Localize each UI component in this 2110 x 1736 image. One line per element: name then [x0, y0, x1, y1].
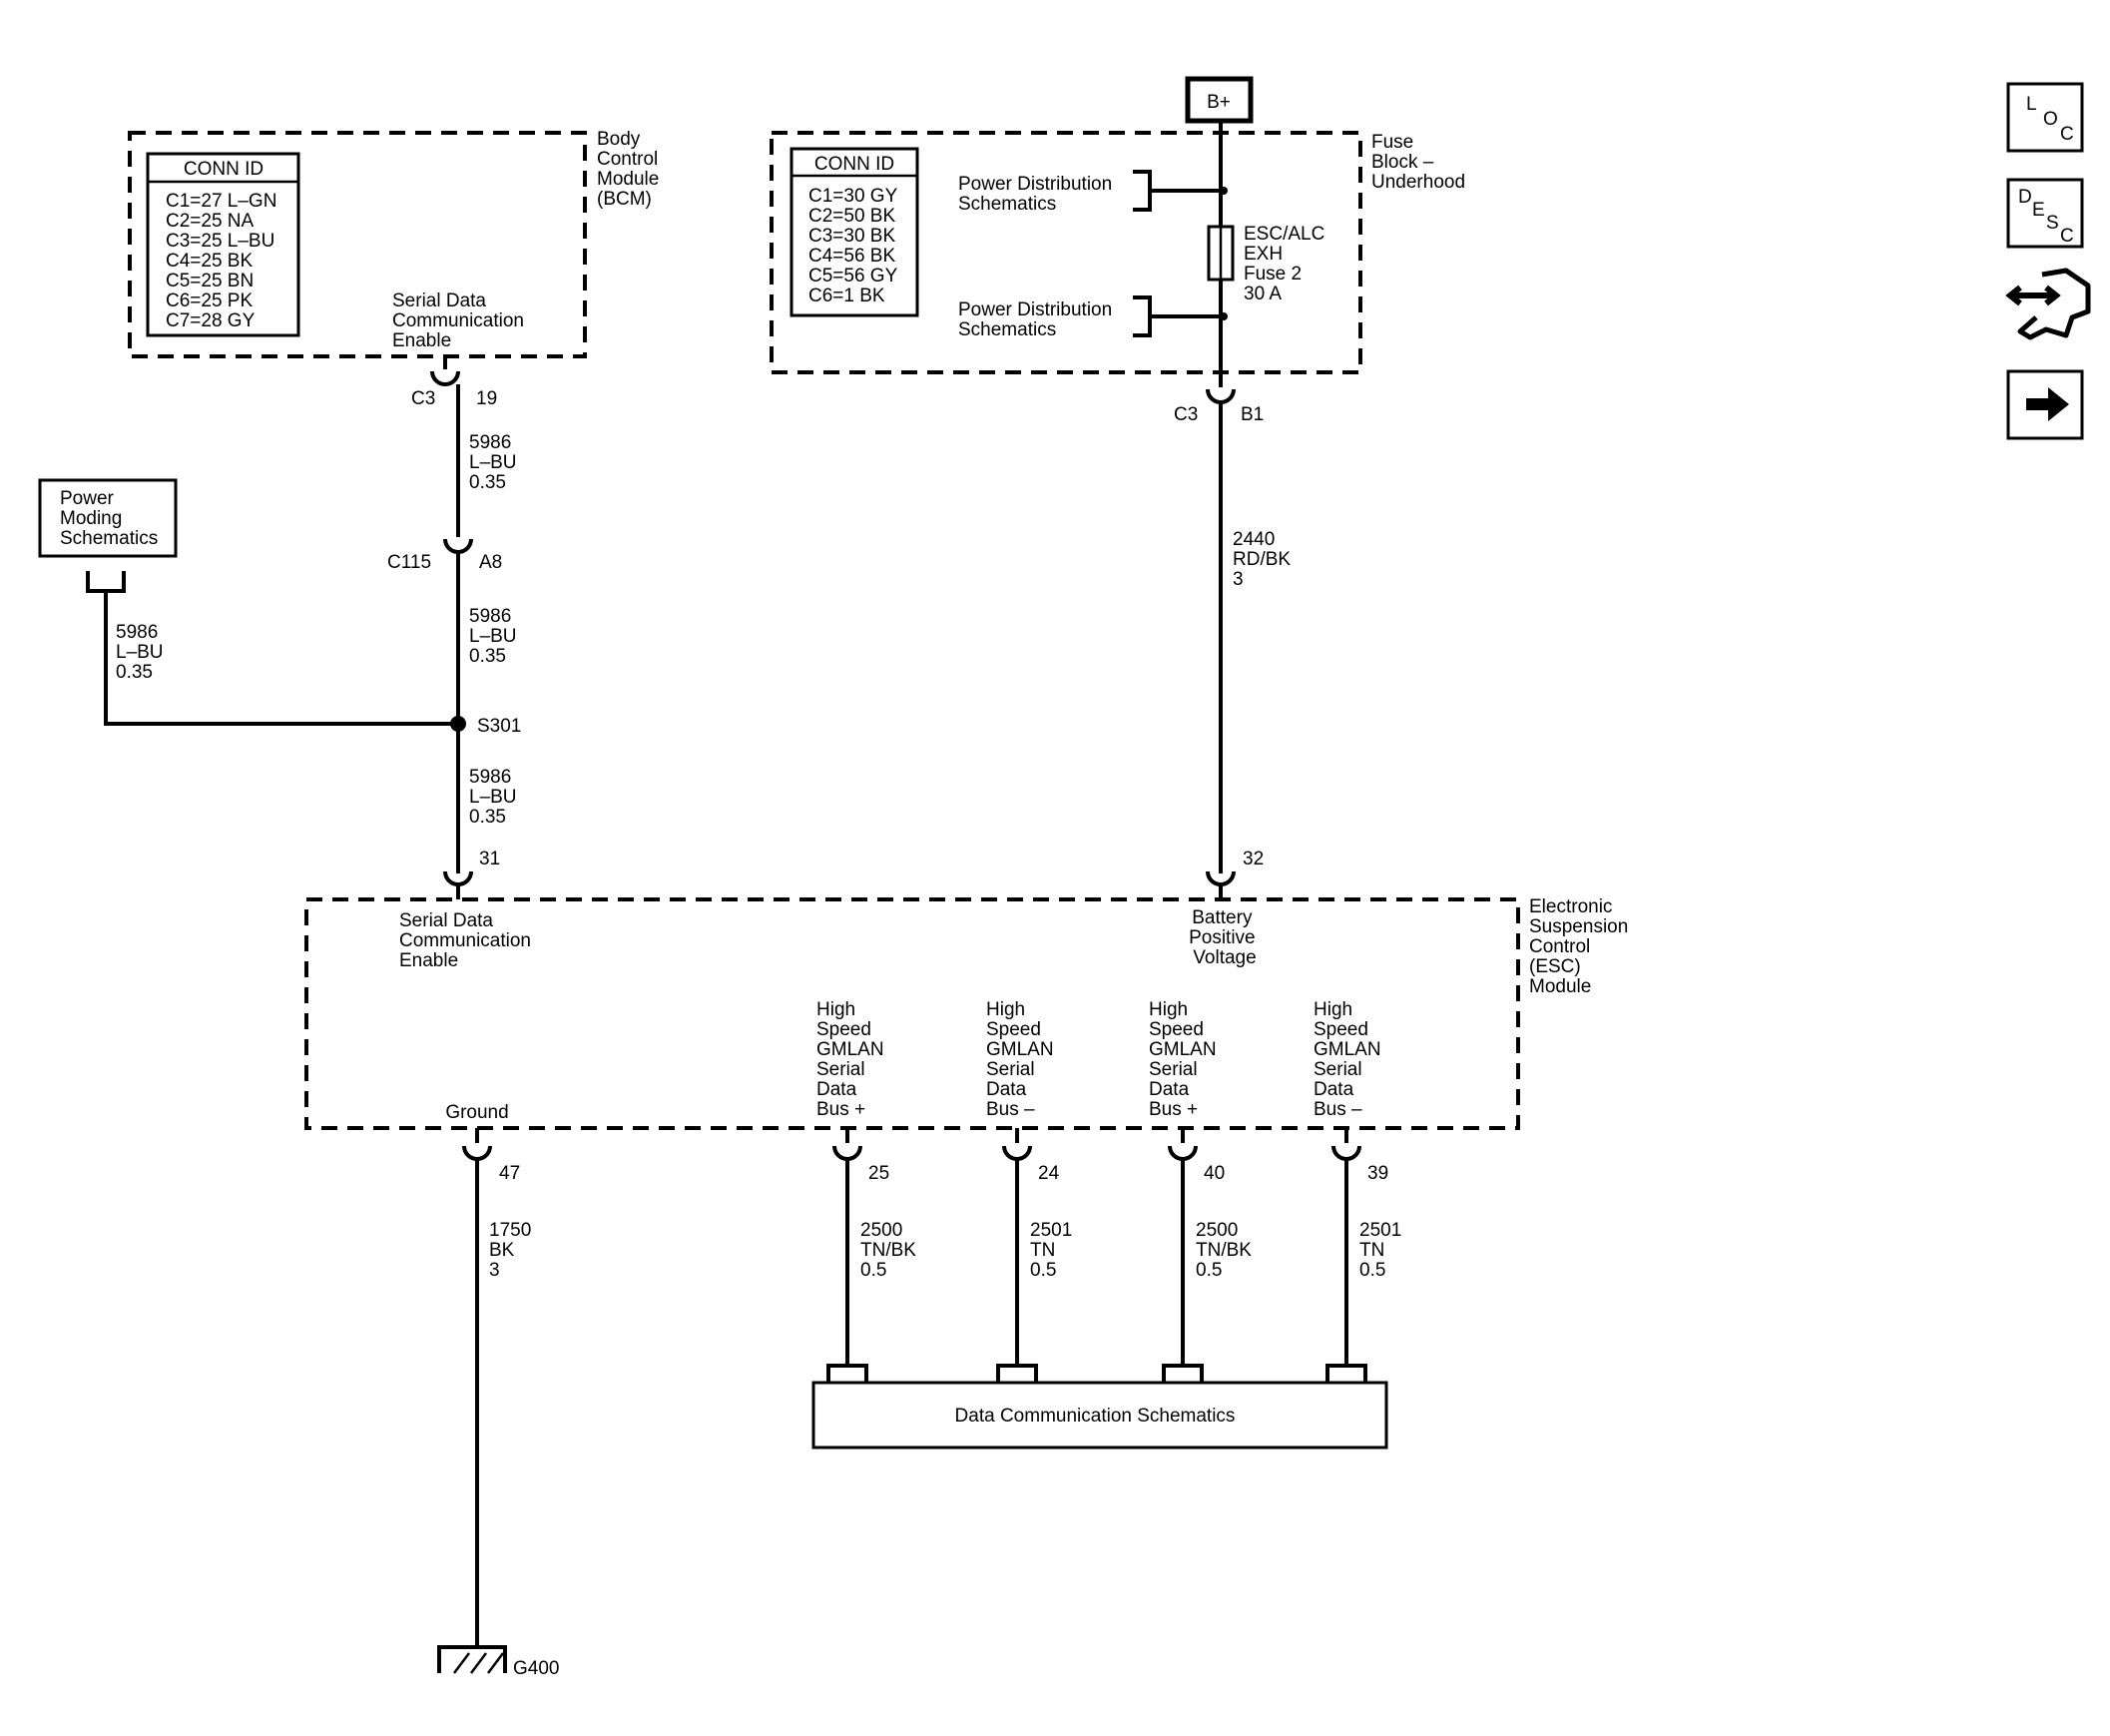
- esc-pin24: 24: [1038, 1163, 1060, 1184]
- power-distribution-ref-bottom: Power Distribution Schematics: [958, 299, 1117, 340]
- wire-label-ground: 1750 BK 3: [489, 1220, 537, 1281]
- wire-label-splice-to-esc: 5986 L–BU 0.35: [469, 767, 522, 828]
- power-distribution-ref-top: Power Distribution Schematics: [958, 174, 1117, 215]
- fuse-block-connector-table: CONN ID C1=30 GY C2=50 BK C3=30 BK C4=56…: [790, 147, 919, 317]
- wire-label-gmlan-25: 2500 TN/BK 0.5: [860, 1220, 921, 1281]
- loc-letter-c: C: [2060, 124, 2074, 145]
- power-moding-connector: [86, 571, 126, 593]
- loc-letter-l: L: [2026, 94, 2037, 115]
- esc-pin47-connector: [462, 1145, 492, 1161]
- esc-ground-label: Ground: [445, 1102, 508, 1123]
- power-distribution-bracket-bottom: [1133, 295, 1224, 337]
- esc-pin25: 25: [868, 1163, 889, 1184]
- data-communication-reference: Data Communication Schematics: [811, 1381, 1388, 1449]
- esc-gmlan-label-24: High Speed GMLAN Serial Data Bus –: [986, 999, 1059, 1120]
- desc-letter-e: E: [2032, 200, 2045, 221]
- bcm-conn-name: C3: [411, 388, 435, 409]
- battery-positive: B+: [1185, 76, 1254, 124]
- bcm-conn-list: C1=27 L–GN C2=25 NA C3=25 L–BU C4=25 BK …: [166, 191, 282, 331]
- bcm-connector-symbol: [430, 370, 460, 386]
- esc-pin25-connector: [832, 1145, 862, 1161]
- battery-label: B+: [1207, 92, 1231, 113]
- power-moding-reference: Power Moding Schematics 5986 L–BU 0.35: [38, 478, 458, 726]
- loc-letter-o: O: [2043, 109, 2058, 130]
- esc-pin31: 31: [479, 849, 500, 869]
- inline-connector-c115: C115 A8: [387, 538, 502, 573]
- esc-pin40: 40: [1204, 1163, 1225, 1184]
- location-button[interactable]: L O C: [2006, 82, 2084, 153]
- bcm-name: Body Control Module (BCM): [597, 129, 665, 210]
- fuse-block-name: Fuse Block – Underhood: [1371, 132, 1465, 193]
- c115-name: C115: [387, 552, 431, 573]
- wire-label-power-moding: 5986 L–BU 0.35: [116, 622, 169, 683]
- bcm-connector-table: CONN ID C1=27 L–GN C2=25 NA C3=25 L–BU C…: [146, 152, 300, 337]
- fuse-block-conn-list: C1=30 GY C2=50 BK C3=30 BK C4=56 BK C5=5…: [808, 186, 902, 306]
- desc-letter-d: D: [2018, 187, 2032, 208]
- next-page-button[interactable]: [2006, 369, 2084, 440]
- wire-power-moding-to-splice: [104, 591, 458, 726]
- wire-label-gmlan-39: 2501 TN 0.5: [1359, 1220, 1407, 1281]
- bcm-boundary: [128, 131, 587, 358]
- connector-view-icon[interactable]: [2005, 268, 2091, 340]
- ground-g400: G400: [437, 1645, 559, 1679]
- wire-label-fuse-to-esc: 2440 RD/BK 3: [1233, 529, 1296, 590]
- wire-label-gmlan-24: 2501 TN 0.5: [1030, 1220, 1078, 1281]
- fuse-block-boundary: [770, 131, 1362, 374]
- esc-gmlan-label-25: High Speed GMLAN Serial Data Bus +: [816, 999, 889, 1120]
- esc-pin24-connector: [1002, 1145, 1032, 1161]
- bcm-pin-number: 19: [476, 388, 497, 409]
- fuse-block-pin: B1: [1241, 404, 1264, 425]
- esc-pin39-connector: [1331, 1145, 1361, 1161]
- esc-module: Electronic Suspension Control (ESC) Modu…: [304, 849, 1634, 1184]
- data-communication-label: Data Communication Schematics: [955, 1406, 1236, 1427]
- fuse-block-underhood: Fuse Block – Underhood CONN ID C1=30 GY …: [770, 131, 1465, 425]
- esc-name: Electronic Suspension Control (ESC) Modu…: [1529, 896, 1634, 997]
- esc-serial-label: Serial Data Communication Enable: [399, 910, 536, 971]
- wire-label-c115-to-splice: 5986 L–BU 0.35: [469, 606, 522, 667]
- bcm-pin-label: Serial Data Communication Enable: [392, 290, 529, 351]
- ground-symbol: [437, 1645, 507, 1673]
- esc-battery-label: Battery Positive Voltage: [1189, 907, 1261, 968]
- esc-pin32: 32: [1243, 849, 1264, 869]
- fuse-block-conn-name: C3: [1174, 404, 1198, 425]
- desc-letter-c: C: [2060, 226, 2074, 247]
- description-button[interactable]: D E S C: [2006, 178, 2084, 249]
- power-moding-label: Power Moding Schematics: [60, 488, 158, 549]
- esc-pin39: 39: [1367, 1163, 1388, 1184]
- ground-label: G400: [513, 1658, 559, 1679]
- bcm-conn-title: CONN ID: [184, 159, 264, 180]
- bcm-module: Body Control Module (BCM) CONN ID C1=27 …: [128, 129, 665, 409]
- wire-label-gmlan-40: 2500 TN/BK 0.5: [1196, 1220, 1257, 1281]
- c115-pin: A8: [479, 552, 502, 573]
- esc-boundary: [304, 897, 1520, 1130]
- power-distribution-bracket-top: [1133, 170, 1224, 212]
- wire-label-bcm-to-c115: 5986 L–BU 0.35: [469, 432, 522, 493]
- splice-label: S301: [477, 716, 521, 737]
- fuse-block-conn-title: CONN ID: [814, 154, 894, 175]
- arrow-right-icon: [2026, 387, 2069, 421]
- esc-gmlan-label-40: High Speed GMLAN Serial Data Bus +: [1149, 999, 1222, 1120]
- desc-letter-s: S: [2046, 213, 2059, 234]
- fuse-label: ESC/ALC EXH Fuse 2 30 A: [1244, 224, 1330, 304]
- fuse-block-connector-symbol: [1206, 388, 1236, 404]
- esc-pin40-connector: [1168, 1145, 1198, 1161]
- gmlan-wires: 2500 TN/BK 0.5 2501 TN 0.5 2500 TN/BK 0.…: [826, 1160, 1407, 1383]
- esc-gmlan-label-39: High Speed GMLAN Serial Data Bus –: [1314, 999, 1386, 1120]
- esc-pin47: 47: [499, 1163, 520, 1184]
